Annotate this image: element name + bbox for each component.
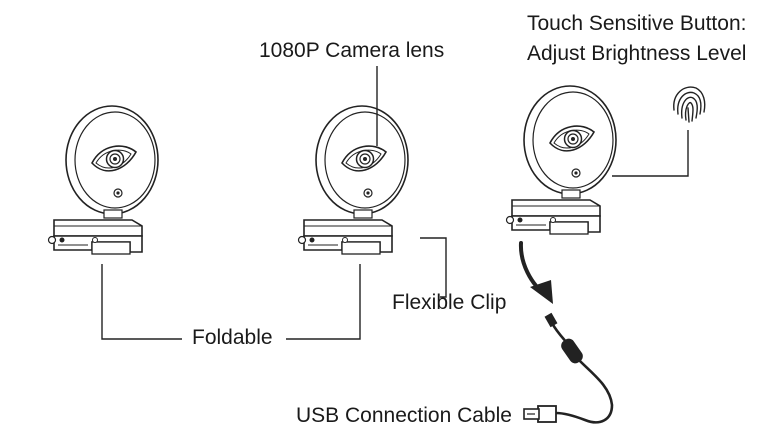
flexible-clip-label: Flexible Clip [392, 291, 507, 314]
usb-cable [544, 312, 614, 424]
touch-button-label-line1: Touch Sensitive Button: [527, 12, 747, 35]
foldable-leader-line [101, 264, 182, 340]
touch-button-leader-line [612, 130, 689, 177]
webcam-right [505, 85, 617, 235]
webcam-middle [297, 105, 409, 255]
camera-lens-label: 1080P Camera lens [259, 39, 445, 62]
touch-button-label-line2: Adjust Brightness Level [527, 42, 747, 65]
usb-cable-label: USB Connection Cable [296, 404, 512, 427]
fingerprint-icon [673, 86, 706, 123]
arrow-down-curve-icon [518, 241, 553, 304]
foldable-leader-line-right [286, 264, 361, 340]
flexible-clip-leader-line [420, 237, 447, 298]
usb-plug-icon [523, 405, 557, 423]
foldable-label: Foldable [192, 326, 273, 349]
webcam-left [47, 105, 159, 255]
